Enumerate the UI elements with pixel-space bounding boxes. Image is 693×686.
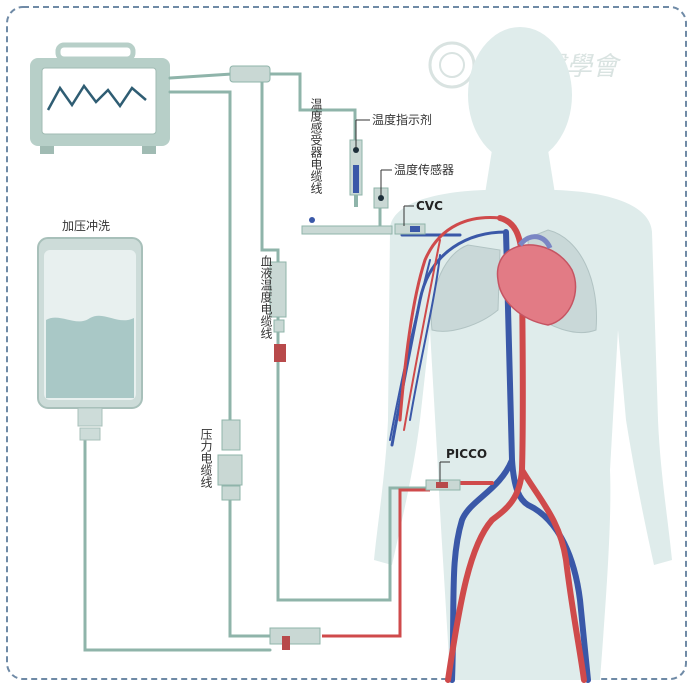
monitor-screen bbox=[41, 67, 157, 135]
connectors bbox=[217, 65, 430, 650]
cables bbox=[83, 72, 432, 652]
neck bbox=[484, 150, 556, 200]
label-temp-indicator: 温度指示剂 bbox=[372, 112, 432, 127]
monitor-handle bbox=[55, 42, 136, 62]
pressure-flush-bag bbox=[37, 237, 143, 441]
veins bbox=[389, 229, 591, 683]
monitor bbox=[30, 42, 170, 154]
label-picco: PICCO bbox=[446, 447, 487, 461]
cvc-line bbox=[301, 217, 426, 235]
waveform bbox=[46, 83, 147, 111]
monitor-foot-right bbox=[142, 146, 156, 154]
temp-indicator-syringe bbox=[349, 139, 363, 207]
heart bbox=[496, 234, 577, 326]
label-temp-sensor: 温度传感器 bbox=[394, 162, 454, 177]
label-blood-temp-cable: 血液温度电缆线 bbox=[259, 255, 273, 339]
monitor-foot-left bbox=[40, 146, 54, 154]
picco-catheter bbox=[425, 479, 461, 491]
arteries bbox=[398, 215, 587, 683]
label-cvc: CVC bbox=[416, 199, 443, 213]
temp-sensor bbox=[373, 187, 389, 209]
label-temp-sensor-cable: 温度感受器电缆线 bbox=[309, 98, 323, 194]
head bbox=[468, 27, 572, 163]
label-pressure-flush: 加压冲洗 bbox=[62, 218, 110, 233]
label-pressure-cable: 压力电缆线 bbox=[199, 428, 213, 488]
dashed-border bbox=[6, 6, 687, 680]
